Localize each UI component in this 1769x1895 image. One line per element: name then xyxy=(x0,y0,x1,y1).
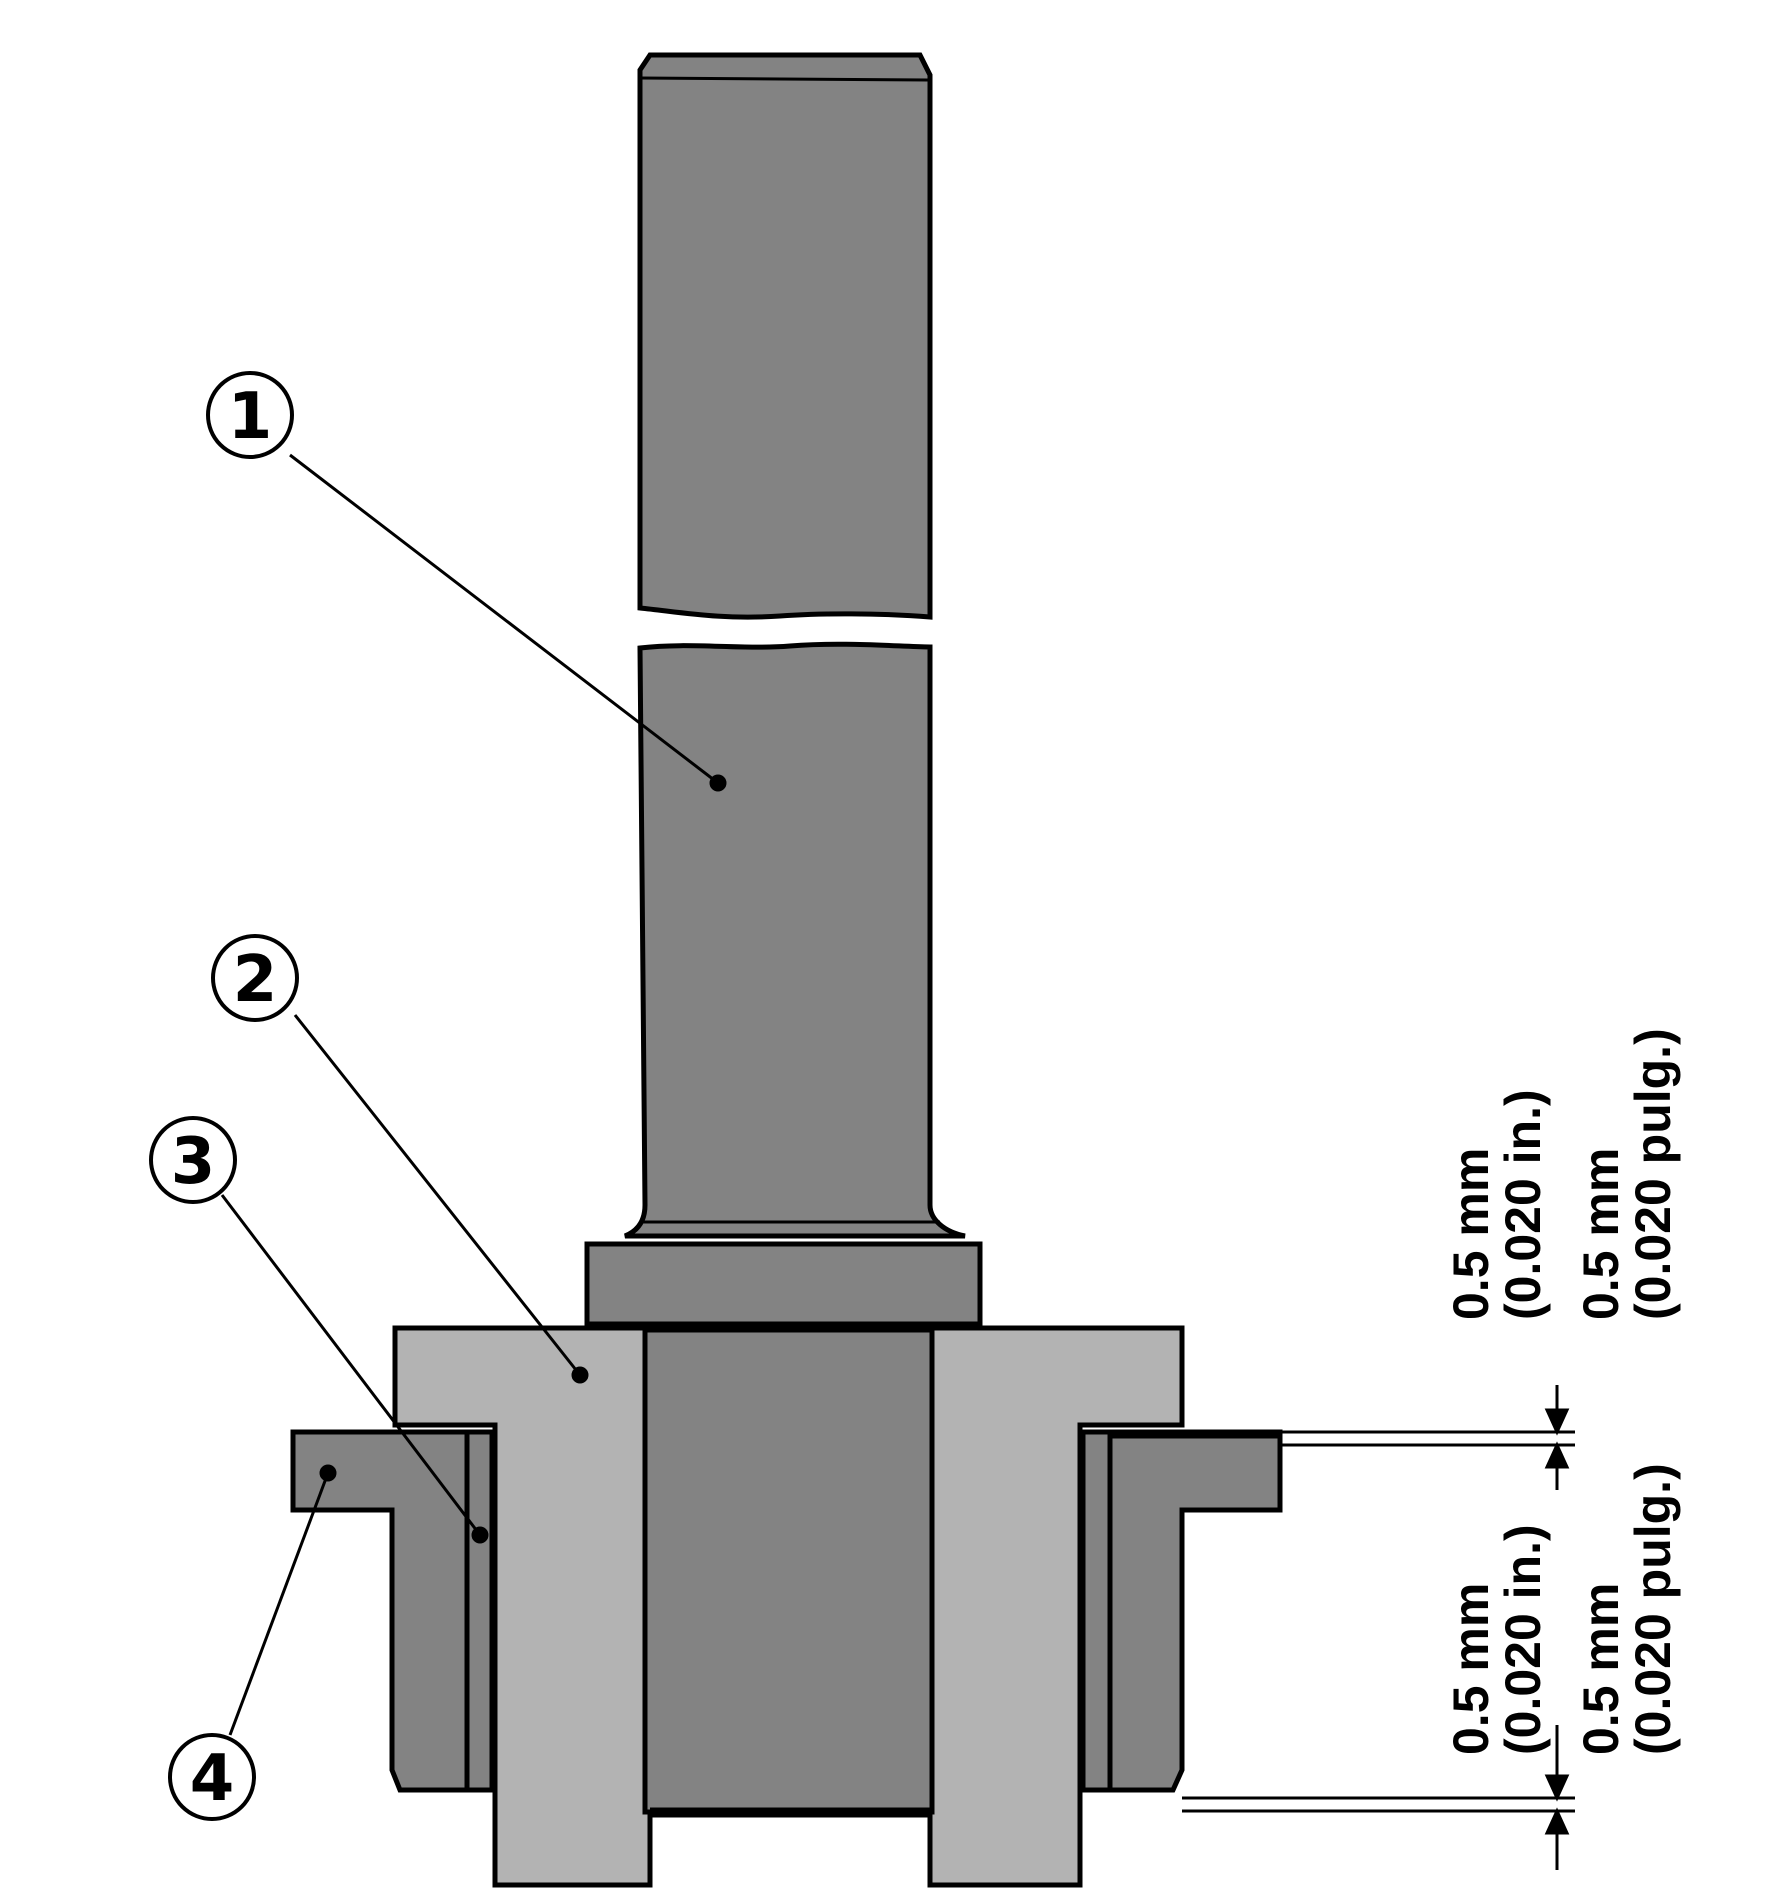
callout-3-label: 3 xyxy=(171,1125,216,1199)
upper-metric-en: 0.5 mm xyxy=(1443,1148,1499,1320)
leader-lines xyxy=(220,453,727,1736)
dimension-lines xyxy=(1182,1385,1575,1870)
lower-metric-es: 0.5 mm xyxy=(1573,1583,1629,1755)
sleeve-part xyxy=(392,1325,1185,1888)
leader-1 xyxy=(289,453,719,785)
leader-2 xyxy=(293,1014,582,1376)
shaft-part xyxy=(584,52,983,1327)
shaft-top-chamfer-line xyxy=(639,76,929,82)
lower-arrow-top-head xyxy=(1544,1774,1570,1802)
lower-metric-en: 0.5 mm xyxy=(1443,1583,1499,1755)
shaft-lower-segment xyxy=(623,641,966,1239)
lower-arrow-bottom-head xyxy=(1544,1807,1570,1835)
bushing-right xyxy=(1107,1429,1283,1793)
callout-2: 2 xyxy=(211,934,299,1022)
callout-4-circle xyxy=(168,1733,256,1821)
bushing-left xyxy=(290,1429,470,1793)
sleeve-inner-shaft xyxy=(642,1327,935,1815)
leader-1-dot xyxy=(709,774,727,792)
leader-3-dot xyxy=(471,1526,489,1544)
lower-dimension-labels: 0.5 mm (0.020 in.) 0.5 mm (0.020 pulg.) xyxy=(1443,1463,1681,1755)
upper-arrow-top-head xyxy=(1544,1408,1570,1436)
leader-4-dot xyxy=(319,1464,337,1482)
callout-1: 1 xyxy=(206,371,294,459)
upper-imperial-es: (0.020 pulg.) xyxy=(1625,1028,1681,1320)
shaft-collar xyxy=(584,1241,983,1327)
leader-3 xyxy=(220,1194,482,1536)
bushing-part xyxy=(290,1429,1283,1793)
upper-dimension-labels: 0.5 mm (0.020 in.) 0.5 mm (0.020 pulg.) xyxy=(1443,1028,1681,1320)
upper-arrow-bottom-head xyxy=(1544,1441,1570,1469)
shaft-upper-segment xyxy=(637,52,933,620)
callout-1-circle xyxy=(206,371,294,459)
callout-2-label: 2 xyxy=(233,943,278,1017)
callout-4-label: 4 xyxy=(190,1742,235,1816)
callout-4: 4 xyxy=(168,1733,256,1821)
callout-3: 3 xyxy=(149,1116,237,1204)
callout-3-circle xyxy=(149,1116,237,1204)
upper-metric-es: 0.5 mm xyxy=(1573,1148,1629,1320)
callout-2-circle xyxy=(211,934,299,1022)
callout-1-label: 1 xyxy=(228,380,273,454)
lower-imperial-en: (0.020 in.) xyxy=(1495,1524,1551,1755)
leader-4 xyxy=(228,1472,330,1736)
lower-imperial-es: (0.020 pulg.) xyxy=(1625,1463,1681,1755)
leader-2-dot xyxy=(571,1366,589,1384)
upper-imperial-en: (0.020 in.) xyxy=(1495,1089,1551,1320)
